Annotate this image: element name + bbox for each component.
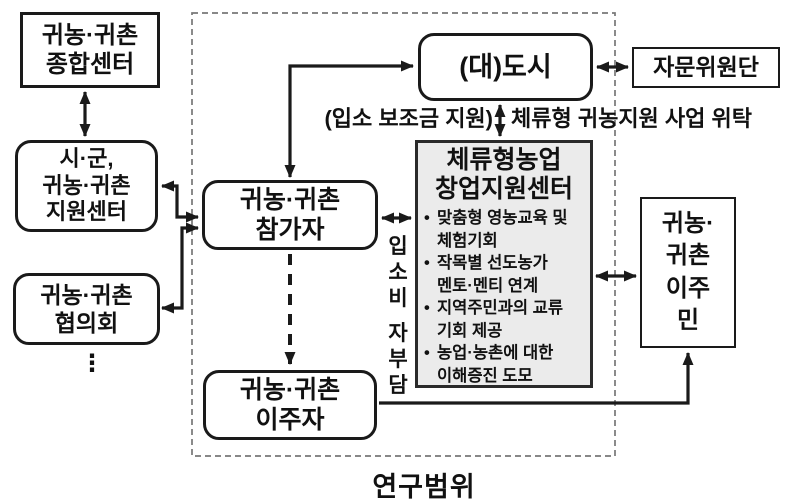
list-item: • 지역주민과의 교류 기회 제공 [424,297,588,342]
stay-farming-center-title: 체류형농업 창업지원센터 [434,146,573,203]
stay-farming-center-bullet-list: • 맞춤형 영농교육 및 체험기회 • 작목별 선도농가 멘토·멘티 연계 • … [418,207,590,387]
box-advisory-committee: 자문위원단 [632,47,780,88]
edge-label-self-pay: 입소비 자부담 [385,234,411,399]
box-stay-farming-center: 체류형농업 창업지원센터 • 맞춤형 영농교육 및 체험기회 • 작목별 선도농… [415,140,593,388]
list-item: • 작목별 선도농가 멘토·멘티 연계 [424,252,588,297]
box-comprehensive-center-label: 귀농·귀촌 종합센터 [41,21,139,78]
bullet-icon: • [424,209,430,227]
list-item: • 맞춤형 영농교육 및 체험기회 [424,207,588,252]
box-settler: 귀농·귀촌 이주자 [203,370,377,440]
self-pay-bottom: 자부담 [388,322,408,397]
box-participant-label: 귀농·귀촌 참가자 [239,185,341,245]
bullet-icon: • [424,254,430,272]
box-migrant: 귀농· 귀촌 이주 민 [640,197,736,348]
box-big-city-label: (대)도시 [459,51,552,82]
research-scope-label: 연구범위 [372,472,476,502]
bullet-text: 농업·농촌에 대한 이해증진 도모 [437,344,554,385]
box-city-county-support-label: 시·군, 귀농·귀촌 지원센터 [42,145,131,225]
edge-label-delegation: 체류형 귀농지원 사업 위탁 [511,106,752,131]
arrow-settler-migrant [379,352,694,405]
bullet-text: 지역주민과의 교류 기회 제공 [437,299,564,340]
arrow-citycounty-participant [161,180,199,223]
box-comprehensive-center: 귀농·귀촌 종합센터 [20,12,160,88]
arrow-participant-city [284,60,414,178]
box-participant: 귀농·귀촌 참가자 [202,180,378,250]
box-council-label: 귀농·귀촌 협의회 [40,281,133,336]
bullet-icon: • [424,299,430,317]
bullet-text: 맞춤형 영농교육 및 체험기회 [437,209,568,250]
box-migrant-label: 귀농· 귀촌 이주 민 [661,209,715,334]
box-big-city: (대)도시 [418,33,593,101]
box-city-county-support: 시·군, 귀농·귀촌 지원센터 [15,140,158,232]
self-pay-top: 입소비 [388,235,408,310]
box-advisory-committee-label: 자문위원단 [653,54,759,81]
edge-label-admission-subsidy: (입소 보조금 지원) [324,106,493,131]
bullet-icon: • [424,344,430,362]
arrow-council-participant [161,222,199,314]
council-more-ellipsis: ⋮ [80,350,104,377]
list-item: • 농업·농촌에 대한 이해증진 도모 [424,342,588,387]
box-council: 귀농·귀촌 협의회 [13,273,160,345]
box-settler-label: 귀농·귀촌 이주자 [239,375,341,435]
bullet-text: 작목별 선도농가 멘토·멘티 연계 [437,254,548,295]
